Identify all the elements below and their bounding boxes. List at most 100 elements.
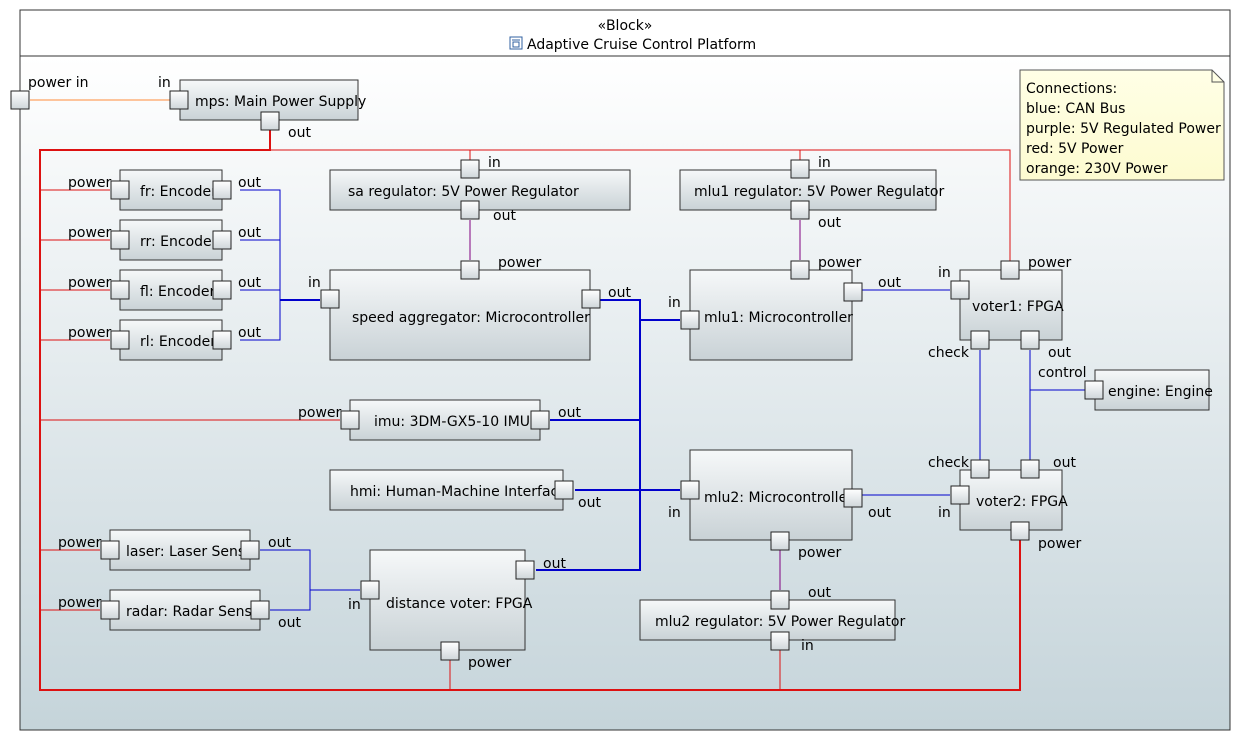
port-label: power bbox=[498, 255, 542, 271]
port-label: out bbox=[558, 405, 581, 421]
port-laser-out[interactable] bbox=[240, 540, 260, 560]
connector-5v-regulated bbox=[469, 220, 801, 590]
block-radar[interactable]: radar: Radar Senso bbox=[109, 589, 261, 631]
port-fl-power[interactable] bbox=[110, 280, 130, 300]
port-power-in[interactable] bbox=[10, 90, 30, 110]
port-radar-out[interactable] bbox=[250, 600, 270, 620]
port-hmi-out[interactable] bbox=[554, 480, 574, 500]
block-label: mps: Main Power Supply bbox=[195, 94, 366, 110]
port-dvoter-power[interactable] bbox=[440, 641, 460, 661]
block-label: mlu1 regulator: 5V Power Regulator bbox=[694, 184, 944, 200]
port-rr-power[interactable] bbox=[110, 230, 130, 250]
port-label: out bbox=[238, 175, 261, 191]
block-imu[interactable]: imu: 3DM-GX5-10 IMU bbox=[349, 399, 541, 441]
port-voter2-check[interactable] bbox=[970, 459, 990, 479]
port-mlu1-power[interactable] bbox=[790, 260, 810, 280]
port-label: check bbox=[928, 455, 970, 471]
port-dvoter-out[interactable] bbox=[515, 560, 535, 580]
port-mlu2-reg-in[interactable] bbox=[770, 631, 790, 651]
block-mlu1[interactable]: mlu1: Microcontroller bbox=[689, 269, 853, 361]
port-label: out bbox=[288, 125, 311, 141]
block-label: mlu1: Microcontroller bbox=[704, 310, 853, 326]
block-label: mlu2: Microcontroller bbox=[704, 490, 853, 506]
port-label: power bbox=[468, 655, 512, 671]
port-voter1-out[interactable] bbox=[1020, 330, 1040, 350]
block-label: mlu2 regulator: 5V Power Regulator bbox=[655, 614, 905, 630]
note-line: orange: 230V Power bbox=[1026, 161, 1168, 177]
port-mps-in[interactable] bbox=[169, 90, 189, 110]
port-rr-out[interactable] bbox=[212, 230, 232, 250]
block-fl-encoder[interactable]: fl: Encoder bbox=[119, 269, 223, 311]
note-line: Connections: bbox=[1026, 81, 1117, 97]
port-label: out bbox=[278, 615, 301, 631]
block-label: voter1: FPGA bbox=[972, 299, 1064, 315]
port-rl-out[interactable] bbox=[212, 330, 232, 350]
port-sa-reg-out[interactable] bbox=[460, 200, 480, 220]
port-label: out bbox=[578, 495, 601, 511]
port-fr-power[interactable] bbox=[110, 180, 130, 200]
block-label: voter2: FPGA bbox=[976, 494, 1068, 510]
port-label: out bbox=[1048, 345, 1071, 361]
block-mlu2[interactable]: mlu2: Microcontroller bbox=[689, 449, 853, 541]
block-voter1[interactable]: voter1: FPGA bbox=[959, 269, 1064, 341]
port-voter1-power[interactable] bbox=[1000, 260, 1020, 280]
port-label: out bbox=[493, 208, 516, 224]
port-imu-out[interactable] bbox=[530, 410, 550, 430]
port-voter1-check[interactable] bbox=[970, 330, 990, 350]
port-voter2-out[interactable] bbox=[1020, 459, 1040, 479]
block-voter2[interactable]: voter2: FPGA bbox=[959, 469, 1068, 531]
block-rr-encoder[interactable]: rr: Encoder bbox=[119, 219, 223, 261]
port-label: in bbox=[818, 155, 831, 171]
port-label: out bbox=[878, 275, 901, 291]
port-speed-in[interactable] bbox=[320, 289, 340, 309]
note-line: red: 5V Power bbox=[1026, 141, 1124, 157]
port-label: out bbox=[818, 215, 841, 231]
port-fl-out[interactable] bbox=[212, 280, 232, 300]
block-label: laser: Laser Senso bbox=[126, 544, 254, 560]
port-mlu2-out[interactable] bbox=[843, 488, 863, 508]
connector-can-bus bbox=[240, 189, 1085, 611]
port-label: power bbox=[68, 275, 112, 291]
port-mlu1-reg-in[interactable] bbox=[790, 159, 810, 179]
block-laser[interactable]: laser: Laser Senso bbox=[109, 529, 254, 571]
port-voter1-in[interactable] bbox=[950, 280, 970, 300]
block-fr-encoder[interactable]: fr: Encoder bbox=[119, 169, 223, 211]
port-imu-power[interactable] bbox=[340, 410, 360, 430]
port-engine-control[interactable] bbox=[1084, 380, 1104, 400]
port-voter2-power[interactable] bbox=[1010, 521, 1030, 541]
port-label: out bbox=[238, 325, 261, 341]
block-sa-regulator[interactable]: sa regulator: 5V Power Regulator bbox=[329, 169, 631, 211]
port-mlu1-reg-out[interactable] bbox=[790, 200, 810, 220]
block-distance-voter[interactable]: distance voter: FPGA bbox=[369, 549, 533, 651]
frame-title: Adaptive Cruise Control Platform bbox=[527, 37, 756, 53]
port-fr-out[interactable] bbox=[212, 180, 232, 200]
port-mps-out[interactable] bbox=[260, 111, 280, 131]
port-rl-power[interactable] bbox=[110, 330, 130, 350]
ports bbox=[10, 90, 1104, 661]
block-mlu1-regulator[interactable]: mlu1 regulator: 5V Power Regulator bbox=[679, 169, 944, 211]
port-label: power bbox=[1038, 536, 1082, 552]
port-label: out bbox=[238, 225, 261, 241]
port-mlu1-in[interactable] bbox=[680, 310, 700, 330]
port-laser-power[interactable] bbox=[100, 540, 120, 560]
block-speed-aggregator[interactable]: speed aggregator: Microcontroller bbox=[329, 269, 591, 361]
port-mlu1-out[interactable] bbox=[843, 282, 863, 302]
block-hmi[interactable]: hmi: Human-Machine Interface bbox=[329, 469, 567, 511]
port-sa-reg-in[interactable] bbox=[460, 159, 480, 179]
block-rl-encoder[interactable]: rl: Encoder bbox=[119, 319, 223, 361]
port-mlu2-in[interactable] bbox=[680, 480, 700, 500]
port-mlu2-power[interactable] bbox=[770, 531, 790, 551]
port-speed-out[interactable] bbox=[581, 289, 601, 309]
block-engine[interactable]: engine: Engine bbox=[1094, 369, 1213, 411]
block-mlu2-regulator[interactable]: mlu2 regulator: 5V Power Regulator bbox=[639, 599, 905, 641]
port-mlu2-reg-out[interactable] bbox=[770, 590, 790, 610]
port-dvoter-in[interactable] bbox=[360, 580, 380, 600]
port-label: out bbox=[608, 285, 631, 301]
port-label: out bbox=[238, 275, 261, 291]
port-speed-power[interactable] bbox=[460, 260, 480, 280]
legend-note: Connections: blue: CAN Bus purple: 5V Re… bbox=[1019, 69, 1225, 181]
port-voter2-in[interactable] bbox=[950, 485, 970, 505]
port-radar-power[interactable] bbox=[100, 600, 120, 620]
port-label: power bbox=[58, 595, 102, 611]
